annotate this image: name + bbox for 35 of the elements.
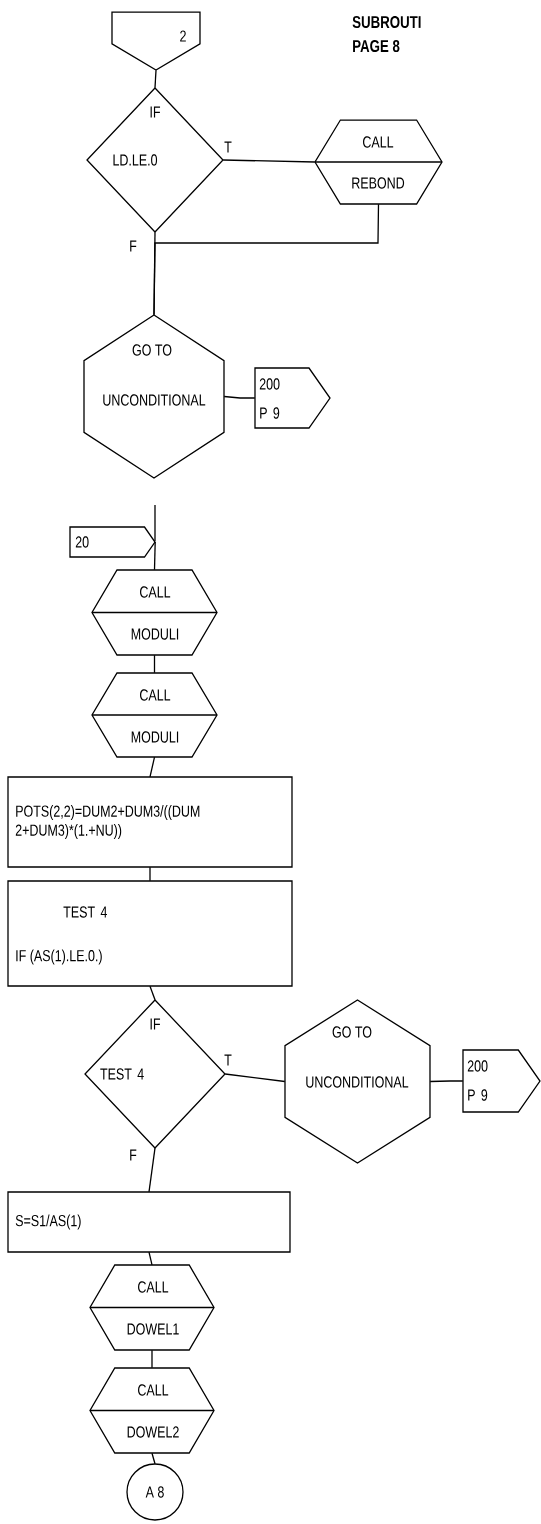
goto-hexagon: GO TO UNCONDITIONAL [83, 314, 225, 479]
off-page-connector: 200 P 9 [254, 367, 331, 429]
off-page-connector: 2 [111, 11, 201, 71]
call-hexagon: CALL MODULI [91, 569, 218, 656]
connector-line [153, 654, 156, 674]
connector-line [153, 231, 156, 316]
off-page-connector: 200 P 9 [462, 1049, 541, 1113]
connector-line [153, 541, 156, 571]
call-hexagon: CALL DOWEL2 [89, 1367, 215, 1454]
connector-line [222, 159, 316, 163]
edge-label: T [223, 140, 233, 154]
connector-line [149, 756, 156, 778]
process-box: S=S1/AS(1) [7, 1191, 291, 1253]
edge-label: F [128, 1148, 138, 1162]
connector-line [429, 1080, 464, 1083]
process-box: POTS(2,2)=DUM2+DUM3/((DUM 2+DUM3)*(1.+NU)) [7, 776, 293, 868]
connector-line [151, 1349, 153, 1369]
connector-line [149, 866, 151, 882]
call-hexagon: CALL REBOND [314, 119, 443, 205]
call-hexagon: CALL MODULI [91, 672, 218, 758]
call-hexagon: CALL DOWEL1 [89, 1264, 215, 1351]
process-box: TEST 4 IF (AS(1).LE.0.) [7, 880, 293, 987]
edge-label: T [223, 1053, 233, 1067]
connector-line [151, 1452, 156, 1465]
connector-line [148, 1251, 153, 1266]
off-page-connector: 20 [69, 526, 156, 558]
header-text: SUBROUTI [352, 16, 421, 29]
connector-line [223, 395, 256, 399]
connector-line [149, 985, 156, 1001]
header-text: PAGE 8 [353, 40, 400, 53]
connector-line [224, 1073, 286, 1083]
connector-line [154, 69, 157, 89]
edge-label: F [128, 239, 138, 253]
goto-hexagon: GO TO UNCONDITIONAL [284, 999, 431, 1164]
connector-line [148, 1147, 156, 1193]
